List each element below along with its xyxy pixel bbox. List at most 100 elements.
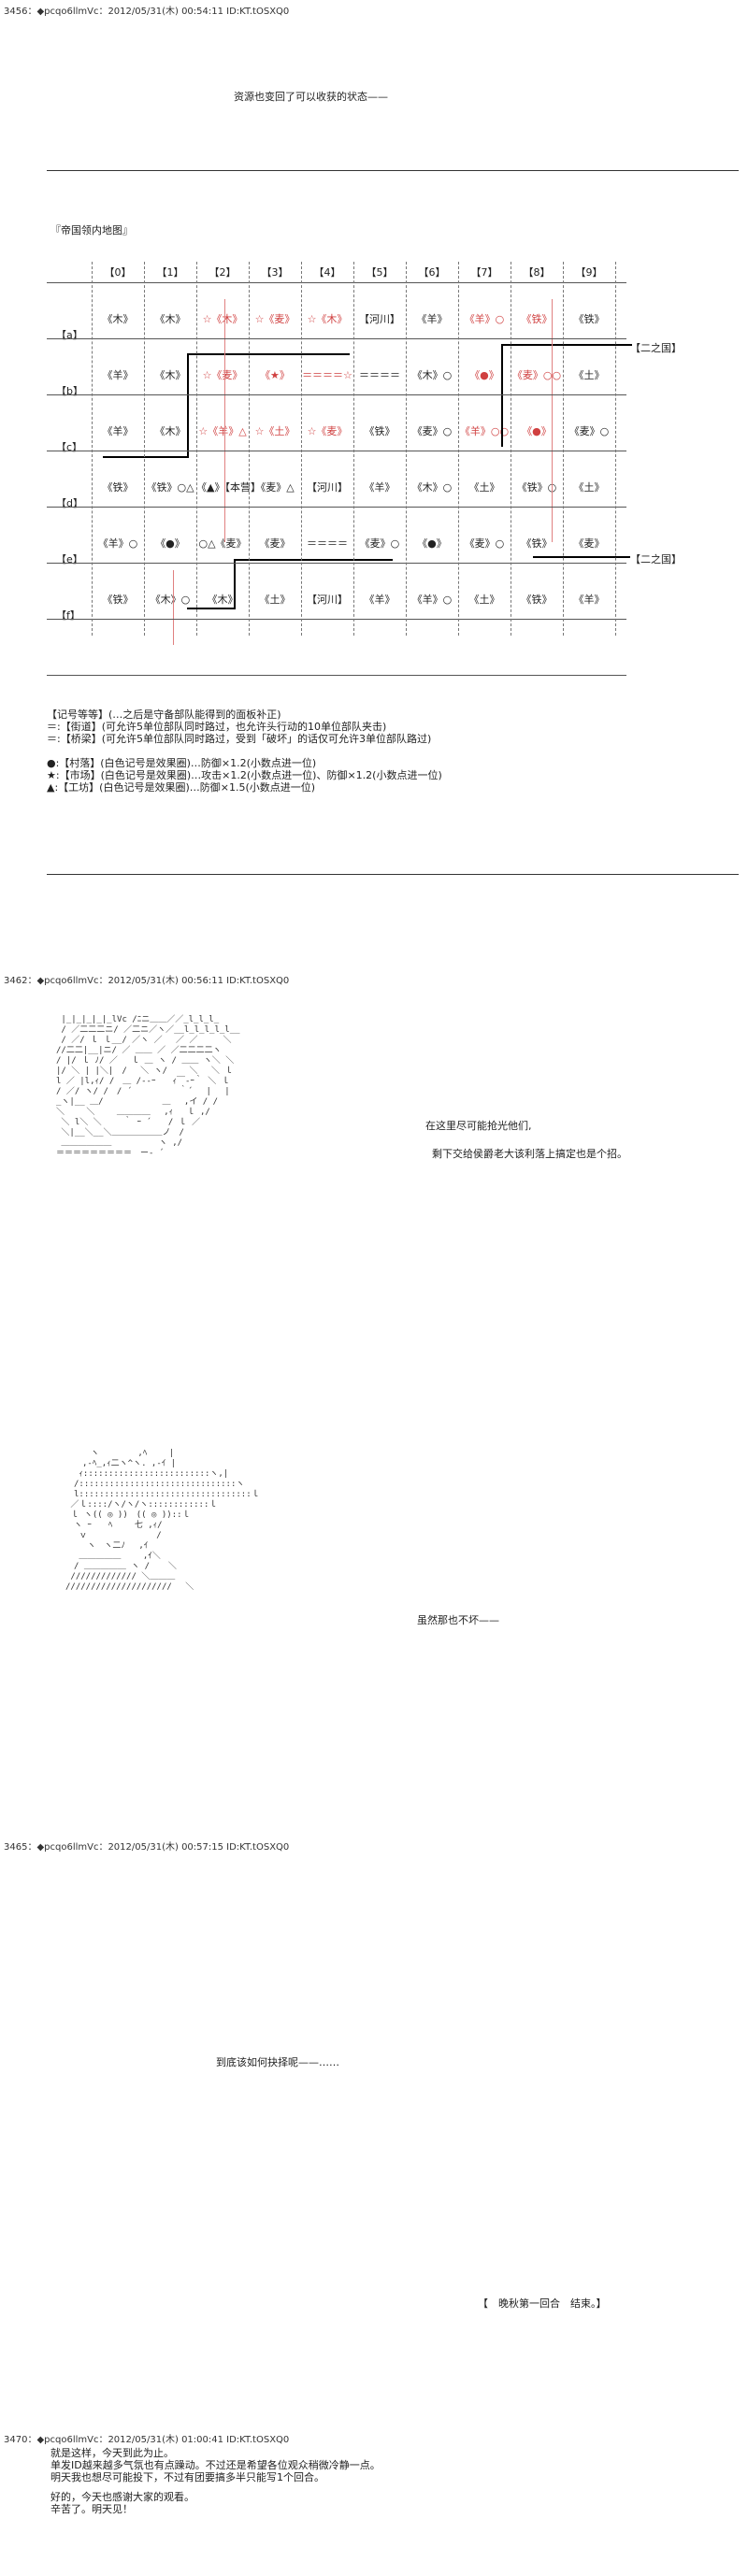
map-cell: 《羊》○ — [411, 594, 453, 606]
map-cell: 《羊》 — [364, 481, 396, 494]
map-cell: 《铁》 — [521, 594, 553, 606]
post-text: 到底该如何抉择呢——…… — [216, 2056, 339, 2068]
map-cell: 《麦》 — [573, 537, 605, 550]
map-cell: ☆《木》 — [202, 313, 243, 325]
map-cell: 《★》 — [260, 369, 290, 381]
grid-line — [563, 262, 564, 636]
grid-line — [353, 262, 354, 636]
road-line — [187, 608, 236, 609]
col-header: 【6】 — [418, 266, 446, 279]
map-cell: 《麦》 — [259, 537, 291, 550]
map-cell: ☆《麦》 — [254, 313, 295, 325]
post-text: 单发ID越来越多气氛也有点躁动。不过还是希望各位观众稍微冷静一点。 — [50, 2459, 381, 2471]
road-line — [103, 456, 189, 458]
map-cell: 《铁》 — [573, 313, 605, 325]
map-cell: 《铁》 — [102, 594, 134, 606]
territory-boundary — [224, 299, 225, 542]
col-header: 【4】 — [313, 266, 341, 279]
map-cell: 【河川】 — [359, 313, 400, 325]
post-text: 好的，今天也感谢大家的观看。 — [50, 2491, 194, 2503]
col-header: 【3】 — [261, 266, 289, 279]
divider — [47, 874, 739, 875]
map-cell: 《木》 — [154, 313, 186, 325]
post-text: 就是这样，今天到此为止。 — [50, 2447, 174, 2459]
grid-line — [47, 563, 626, 564]
legend-line: ★:【市场】(白色记号是效果圈)…攻击×1.2(小数点进一位)、防御×1.2(小… — [47, 769, 442, 781]
col-header: 【0】 — [104, 266, 132, 279]
col-header: 【7】 — [470, 266, 498, 279]
map-cell: 《土》 — [573, 369, 605, 381]
map-cell: ＝＝＝＝ — [359, 369, 400, 381]
ascii-art-character: |_|_|_|_|_lVc /ﾆニ＿＿／／_l_l_l_ / ／二二二ニ/ ／二… — [56, 1015, 240, 1158]
post-text: 虽然那也不坏—— — [417, 1614, 499, 1626]
grid-line — [615, 262, 616, 636]
road-line — [187, 353, 189, 456]
map-cell: 《麦》△ — [255, 481, 295, 494]
map-cell: 《土》 — [468, 594, 500, 606]
road-line — [187, 353, 350, 355]
grid-line — [406, 262, 407, 636]
legend-line: ＝:【桥梁】(可允许5单位部队同时路过，受到「破坏」的话仅可允许3单位部队路过) — [47, 733, 432, 745]
row-label: 【d】 — [56, 497, 83, 509]
map-cell: 《铁》○△ — [146, 481, 194, 494]
row-label: 【c】 — [56, 441, 83, 453]
map-cell: 《铁》 — [102, 481, 134, 494]
post-header: 3465：◆pcqo6llmVc：2012/05/31(木) 00:57:15 … — [4, 1842, 290, 1853]
map-cell: ○△《麦》 — [198, 537, 247, 550]
map-cell: ☆《木》 — [307, 313, 348, 325]
map-cell: 《●》 — [417, 537, 447, 550]
map-cell: 《铁》 — [521, 537, 553, 550]
row-label: 【a】 — [56, 329, 83, 341]
map-cell: 《羊》 — [573, 594, 605, 606]
side-label: 【二之国】 — [630, 342, 682, 354]
row-label: 【b】 — [56, 385, 83, 397]
col-header: 【5】 — [366, 266, 394, 279]
territory-boundary — [552, 299, 553, 542]
post-text: 辛苦了。明天见！ — [50, 2503, 133, 2515]
road-line — [234, 559, 393, 561]
road-line — [501, 344, 503, 447]
map-cell: ＝＝＝＝ — [307, 537, 348, 550]
map-cell: 《羊》 — [364, 594, 396, 606]
post-text: 剩下交给侯爵老大该利落上搞定也是个招。 — [432, 1148, 627, 1160]
map-cell: 《●》 — [469, 369, 499, 381]
post-text: 明天我也想尽可能投下，不过有团要搞多半只能写1个回合。 — [50, 2471, 324, 2483]
legend-line: ▲:【工坊】(白色记号是效果圈)…防御×1.5(小数点进一位) — [47, 781, 316, 794]
post-header: 3456：◆pcqo6llmVc：2012/05/31(木) 00:54:11 … — [4, 7, 290, 17]
grid-line — [196, 262, 197, 636]
grid-line — [301, 262, 302, 636]
map-cell: 《木》 — [154, 425, 186, 437]
map-cell: ☆《麦》 — [202, 369, 243, 381]
map-cell: 《木》 — [102, 313, 134, 325]
legend-line — [47, 745, 442, 757]
post-header: 3470：◆pcqo6llmVc：2012/05/31(木) 01:00:41 … — [4, 2435, 290, 2445]
map-cell: 《麦》○○ — [511, 369, 562, 381]
map-cell: 《麦》○ — [568, 425, 610, 437]
col-header: 【2】 — [209, 266, 237, 279]
divider — [47, 170, 739, 171]
side-label: 【二之国】 — [630, 553, 682, 565]
map-cell: 《木》○ — [411, 481, 453, 494]
map-cell: ☆《麦》 — [307, 425, 348, 437]
map-cell: 《木》○ — [150, 594, 191, 606]
territory-map: 【0】 【1】 【2】 【3】 【4】 【5】 【6】 【7】 【8】 【9】 … — [47, 262, 692, 676]
row-label: 【f】 — [56, 609, 80, 622]
map-cell: 《羊》 — [102, 425, 134, 437]
map-cell: 《木》○ — [411, 369, 453, 381]
map-cell: 《土》 — [468, 481, 500, 494]
post-text: 在这里尽可能抢光他们, — [425, 1120, 532, 1132]
road-line — [501, 344, 632, 346]
map-cell: 《铁》 — [364, 425, 396, 437]
map-cell: ＝＝＝＝☆ — [302, 369, 352, 381]
col-header: 【9】 — [575, 266, 603, 279]
map-title: 『帝国领内地图』 — [50, 224, 133, 236]
map-cell: 《麦》○ — [464, 537, 505, 550]
map-cell: 《铁》 — [521, 313, 553, 325]
map-cell: 【河川】 — [307, 481, 348, 494]
map-legend: 【记号等等】(…之后是守备部队能得到的面板补正) ＝:【街道】(可允许5单位部队… — [47, 708, 442, 794]
grid-line — [47, 619, 626, 620]
post-text: 【 晚秋第一回合 结束。】 — [478, 2297, 607, 2310]
map-cell: 《●》 — [155, 537, 185, 550]
legend-line: 【记号等等】(…之后是守备部队能得到的面板补正) — [47, 708, 281, 721]
grid-line — [458, 262, 459, 636]
